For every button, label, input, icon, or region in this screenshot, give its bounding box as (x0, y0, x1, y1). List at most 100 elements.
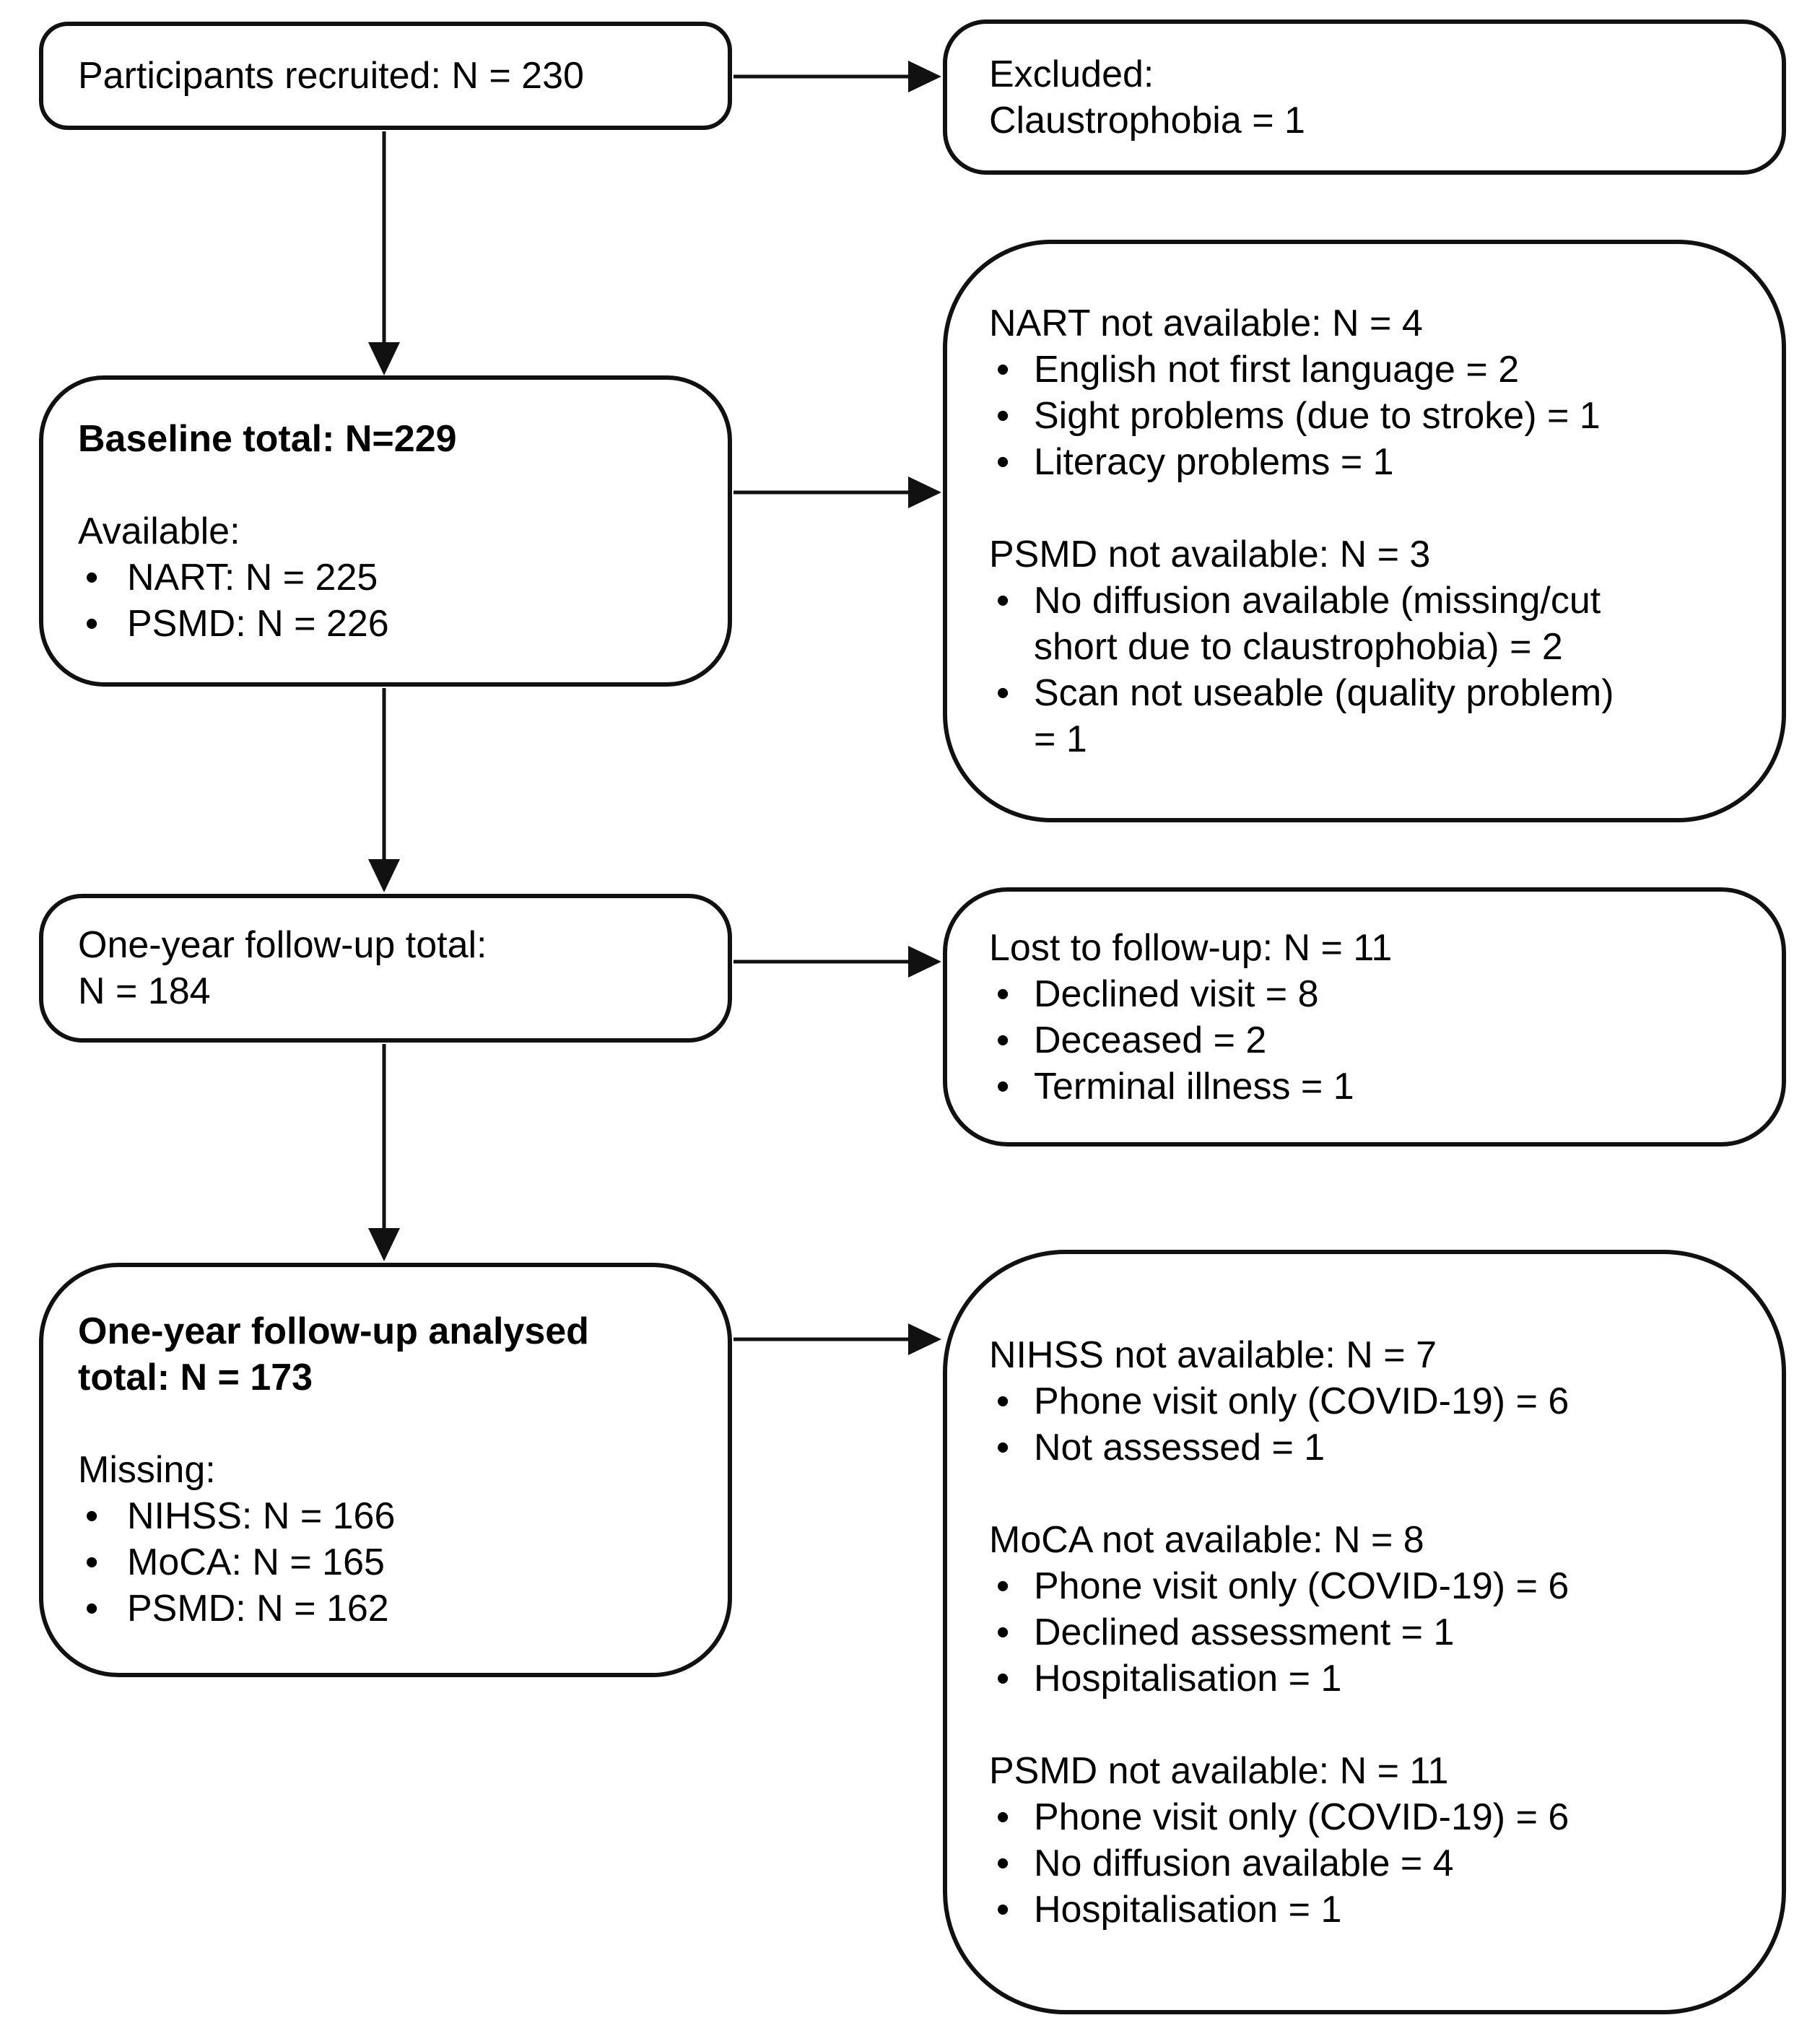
bullet-icon: • (996, 671, 1010, 714)
arrow-right-icon (908, 1323, 941, 1355)
box-one-year-followup-analysed: One-year follow-up analysed total: N = 17… (39, 1263, 732, 1677)
arrow-to-excluded (733, 61, 941, 92)
arrow-right-icon (908, 477, 941, 508)
bullet-text: NIHSS: N = 166 (127, 1495, 396, 1537)
bullet-line: • Hospitalisation = 1 (947, 1656, 1782, 1702)
bullet-line: • No diffusion available = 4 (947, 1840, 1782, 1887)
text-line: Lost to follow-up: N = 11 (989, 926, 1393, 969)
bullet-text: English not first language = 2 (1034, 348, 1520, 391)
bullet-line: • NIHSS: N = 166 (43, 1493, 728, 1539)
box-participants-recruited: Participants recruited: N = 230 (39, 22, 732, 130)
arrow-to-nart-psmd (733, 477, 941, 508)
bullet-icon: • (996, 1888, 1010, 1931)
bullet-text: No diffusion available (missing/cut (1034, 579, 1601, 622)
bullet-line: • Sight problems (due to stroke) = 1 (947, 393, 1782, 439)
bullet-text: No diffusion available = 4 (1034, 1842, 1454, 1884)
bullet-line: • Phone visit only (COVID-19) = 6 (947, 1563, 1782, 1609)
bullet-line: • Phone visit only (COVID-19) = 6 (947, 1794, 1782, 1840)
box-followup-not-available: NIHSS not available: N = 7•Phone visit o… (943, 1250, 1786, 2014)
bullet-icon: • (996, 1657, 1010, 1700)
box-lost-to-followup: Lost to follow-up: N = 11•Declined visit… (943, 887, 1786, 1147)
text-line: One-year follow-up analysed (78, 1310, 589, 1352)
bullet-line: • PSMD: N = 162 (43, 1585, 728, 1632)
bullet-text: Not assessed = 1 (1034, 1426, 1325, 1469)
bullet-text: Terminal illness = 1 (1034, 1065, 1354, 1108)
bullet-icon: • (996, 1611, 1010, 1653)
arrow-to-unavailable (733, 1323, 941, 1355)
bullet-icon: • (996, 394, 1010, 437)
text-line: MoCA not available: N = 8 (989, 1518, 1424, 1561)
text-line: PSMD not available: N = 3 (989, 533, 1431, 575)
box-one-year-followup-total: One-year follow-up total:N = 184 (39, 894, 732, 1043)
bullet-icon: • (996, 348, 1010, 391)
arrow-followup-to-analysed (368, 1044, 400, 1261)
blank-line (43, 462, 728, 508)
arrow-down-icon (368, 859, 400, 892)
bullet-text: Phone visit only (COVID-19) = 6 (1034, 1796, 1569, 1838)
box-excluded: Excluded:Claustrophobia = 1 (943, 19, 1786, 175)
bullet-icon: • (85, 556, 99, 599)
bullet-icon: • (996, 973, 1010, 1015)
text-line: NIHSS not available: N = 7 (989, 1334, 1437, 1376)
blank-line (43, 1401, 728, 1447)
text-line: Excluded: (989, 53, 1154, 95)
wrapped-line: short due to claustrophobia) = 2 (1034, 625, 1563, 668)
box-baseline-total: Baseline total: N=229 Available:•NART: N… (39, 375, 732, 687)
arrow-down-icon (368, 1228, 400, 1261)
bullet-icon: • (85, 602, 99, 645)
blank-line (947, 485, 1782, 531)
bullet-text: Declined visit = 8 (1034, 973, 1319, 1015)
bullet-icon: • (996, 440, 1010, 483)
bullet-line: • Not assessed = 1 (947, 1424, 1782, 1471)
bullet-text: Literacy problems = 1 (1034, 440, 1394, 483)
bullet-text: Sight problems (due to stroke) = 1 (1034, 394, 1601, 437)
arrow-to-lost (733, 946, 941, 978)
bullet-line: •PSMD: N = 226 (43, 601, 728, 647)
bullet-text: MoCA: N = 165 (127, 1541, 385, 1583)
bullet-icon: • (996, 1380, 1010, 1422)
arrow-down-icon (368, 342, 400, 375)
text-line: total: N = 173 (78, 1357, 313, 1398)
bullet-icon: • (996, 1019, 1010, 1061)
text-line: N = 184 (78, 970, 211, 1012)
blank-line (947, 1471, 1782, 1517)
arrow-participants-to-baseline (368, 131, 400, 375)
bullet-text: Scan not useable (quality problem) (1034, 671, 1614, 714)
bullet-text: Declined assessment = 1 (1034, 1611, 1455, 1653)
bullet-icon: • (85, 1495, 99, 1537)
bullet-line: • Phone visit only (COVID-19) = 6 (947, 1378, 1782, 1424)
text-line: Available: (78, 510, 240, 552)
box-baseline-not-available: NART not available: N = 4•English not fi… (943, 240, 1786, 822)
bullet-line: •MoCA: N = 165 (43, 1539, 728, 1585)
arrow-baseline-to-followup (368, 688, 400, 892)
arrow-right-icon (908, 61, 941, 92)
bullet-text: Hospitalisation = 1 (1034, 1657, 1342, 1700)
bullet-line: • Scan not useable (quality problem) (947, 670, 1782, 716)
bullet-line: • Hospitalisation = 1 (947, 1887, 1782, 1933)
bullet-icon: • (996, 579, 1010, 622)
bullet-line: • Literacy problems = 1 (947, 439, 1782, 485)
bullet-line: • English not first language = 2 (947, 347, 1782, 393)
text-line: One-year follow-up total: (78, 924, 487, 966)
arrow-right-icon (908, 946, 941, 978)
text-line: NART not available: N = 4 (989, 302, 1423, 344)
bullet-text: Hospitalisation = 1 (1034, 1888, 1342, 1931)
text-line: Baseline total: N=229 (78, 417, 457, 460)
bullet-line: • No diffusion available (missing/cut (947, 578, 1782, 624)
bullet-icon: • (85, 1588, 99, 1630)
bullet-text: PSMD: N = 162 (127, 1588, 389, 1630)
bullet-text: Phone visit only (COVID-19) = 6 (1034, 1380, 1569, 1422)
bullet-icon: • (996, 1842, 1010, 1884)
text-line: Claustrophobia = 1 (989, 99, 1305, 142)
bullet-text: NART: N = 225 (127, 556, 378, 599)
bullet-line: • Deceased = 2 (947, 1017, 1782, 1063)
bullet-text: Phone visit only (COVID-19) = 6 (1034, 1565, 1569, 1607)
wrapped-line: = 1 (1034, 718, 1087, 760)
bullet-icon: • (996, 1065, 1010, 1108)
bullet-icon: • (996, 1796, 1010, 1838)
bullet-text: Deceased = 2 (1034, 1019, 1267, 1061)
bullet-icon: • (996, 1426, 1010, 1469)
bullet-icon: • (996, 1565, 1010, 1607)
